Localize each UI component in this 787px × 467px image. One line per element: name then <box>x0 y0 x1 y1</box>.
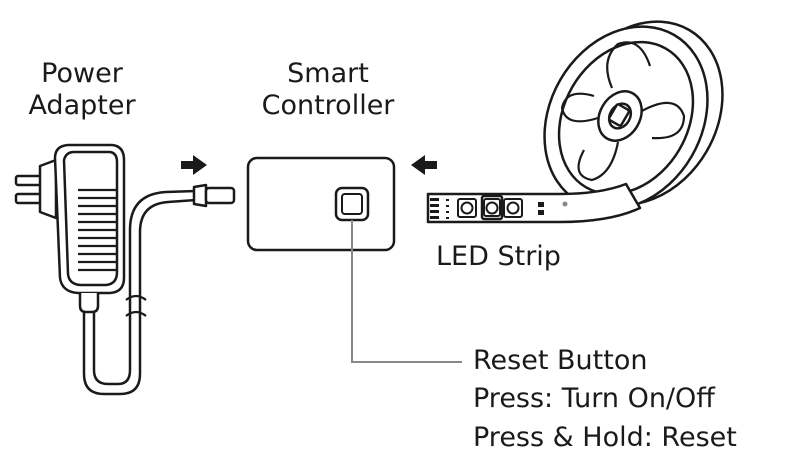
adapter-ribs <box>78 188 117 272</box>
smart-controller-label: Smart Controller <box>240 58 416 122</box>
hold-instruction: Press & Hold: Reset <box>473 422 737 453</box>
led-chips <box>457 194 523 221</box>
plug-prong-bottom <box>14 192 44 205</box>
cable-break-bottom <box>125 310 147 317</box>
power-adapter-label-line1: Power <box>41 58 123 89</box>
strip-pins <box>430 198 439 219</box>
smart-controller-label-line2: Controller <box>261 90 395 121</box>
led-strip-label: LED Strip <box>436 241 561 272</box>
reset-callout-line <box>351 220 462 363</box>
cable-strain-relief <box>78 293 100 314</box>
press-instruction: Press: Turn On/Off <box>473 383 715 414</box>
smart-controller <box>246 156 396 252</box>
led-strip-reel <box>543 20 724 211</box>
reel-spokes <box>560 41 686 182</box>
arrow-left-icon <box>411 155 437 175</box>
power-adapter <box>14 143 236 396</box>
dc-connector-collar <box>192 183 208 208</box>
plug-base <box>38 158 58 220</box>
power-adapter-label-line2: Adapter <box>28 90 136 121</box>
adapter-body <box>53 143 126 295</box>
cable-outer <box>82 198 197 396</box>
cable-inner <box>92 189 197 386</box>
arrow-right-icon <box>181 155 207 175</box>
plug-prong-top <box>14 174 44 187</box>
strip-resistor <box>538 202 544 215</box>
strip-dot <box>562 201 568 207</box>
strip-pin-marks <box>446 199 449 219</box>
adapter-inner-outline <box>62 150 119 287</box>
reset-button-label: Reset Button <box>473 345 648 376</box>
cable-break-top <box>125 294 147 301</box>
dc-connector-plug <box>204 186 236 205</box>
reset-button-inner[interactable] <box>341 193 363 215</box>
smart-controller-label-line1: Smart <box>287 58 369 89</box>
power-adapter-label: Power Adapter <box>14 58 150 122</box>
led-strip <box>426 182 642 224</box>
